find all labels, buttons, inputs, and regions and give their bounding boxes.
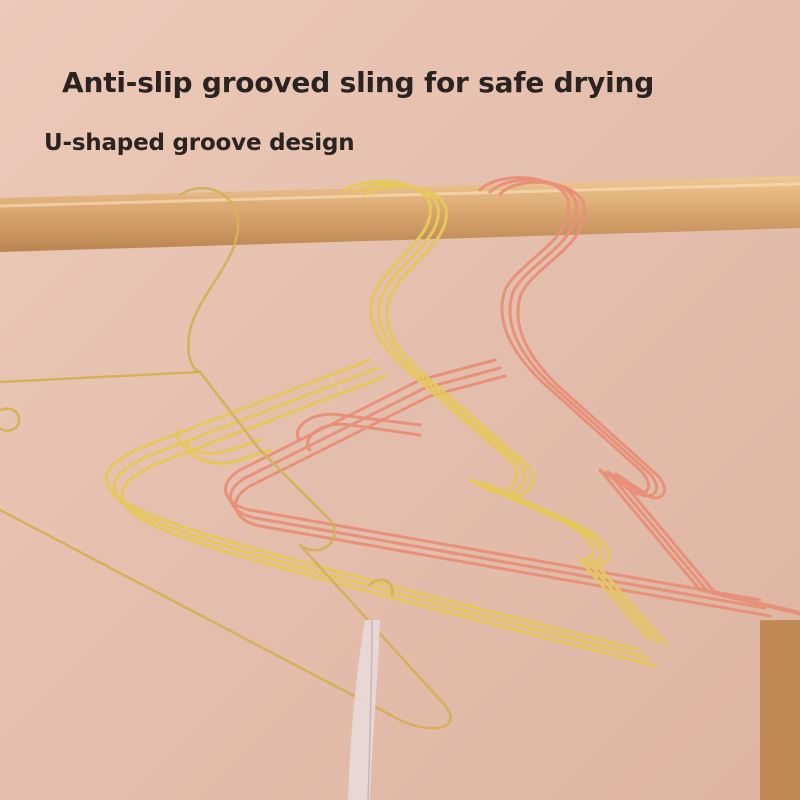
subline-caption: U-shaped groove design bbox=[44, 130, 355, 156]
wooden-post bbox=[760, 620, 800, 800]
wooden-rod bbox=[0, 176, 800, 252]
gold-hanger-stack bbox=[104, 180, 668, 668]
garment-strap bbox=[348, 619, 380, 800]
headline-caption: Anti-slip grooved sling for safe drying bbox=[62, 66, 655, 99]
rod-highlight bbox=[0, 182, 800, 208]
rose-gold-hanger-stack bbox=[224, 176, 800, 618]
